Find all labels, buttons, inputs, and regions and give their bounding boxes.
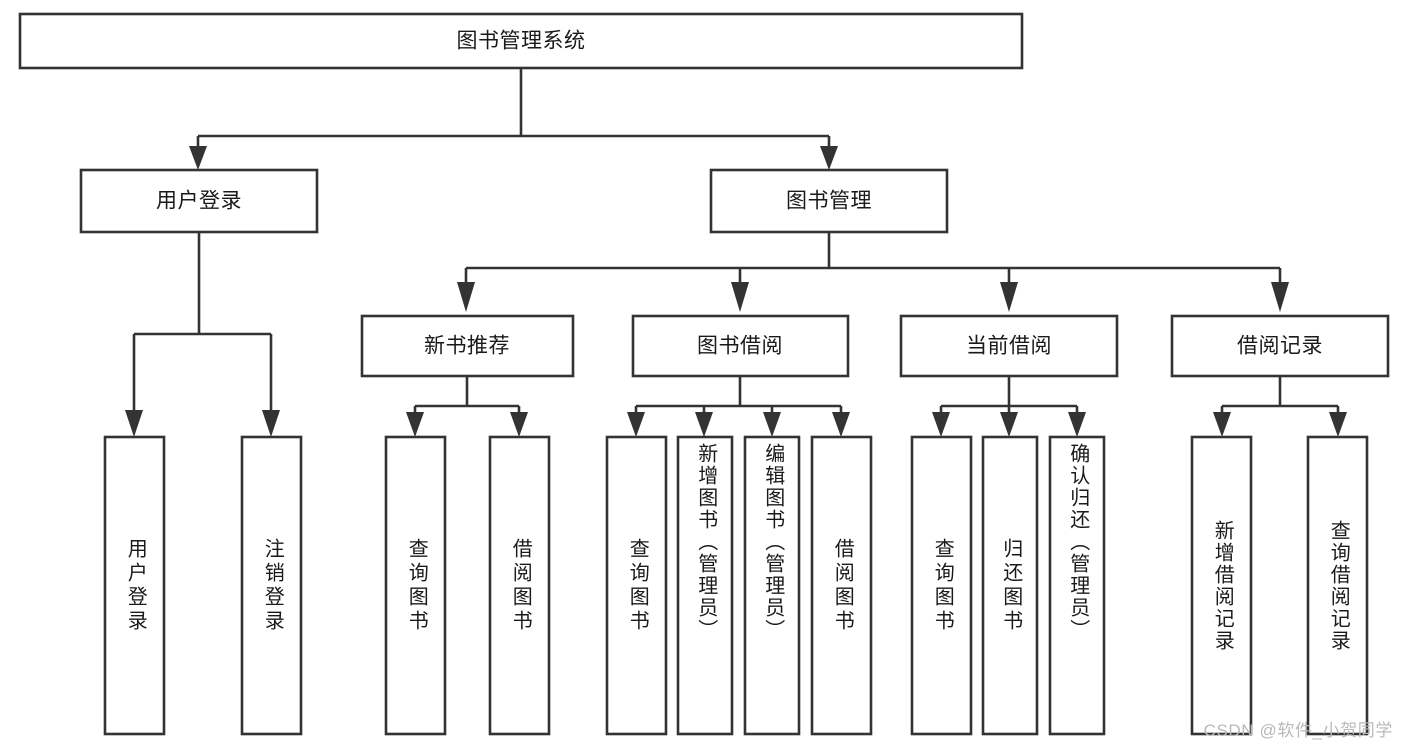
edge-group-current-borrow (932, 376, 1086, 437)
arrowhead-leaf-query-book-3 (932, 412, 950, 437)
edge-group-borrow-record (1213, 376, 1347, 437)
leaf-box-query-book-3[interactable] (910, 435, 973, 736)
leaf-box-confirm-return[interactable] (1048, 435, 1106, 736)
arrowhead-leaf-query-book-2 (627, 412, 645, 437)
node-current-borrow[interactable]: 当前借阅 (899, 314, 1119, 378)
arrowhead-leaf-edit-book (763, 412, 781, 437)
node-user-login-box[interactable] (79, 168, 319, 234)
arrowhead-current-borrow (1000, 282, 1018, 312)
arrowhead-leaf-borrow-book-2 (832, 412, 850, 437)
leaf-box-add-record[interactable] (1190, 435, 1253, 736)
node-book-manage-box[interactable] (709, 168, 949, 234)
node-root[interactable]: 图书管理系统 (18, 12, 1024, 70)
edge-group-root (189, 68, 838, 170)
arrowhead-leaf-user-login (125, 410, 143, 437)
leaf-box-user-login[interactable] (103, 435, 166, 736)
arrowhead-book-borrow (731, 282, 749, 312)
node-user-login[interactable]: 用户登录 (79, 168, 319, 234)
node-new-book-recommend[interactable]: 新书推荐 (360, 314, 575, 378)
leaf-box-query-record[interactable] (1306, 435, 1369, 736)
edge-group-user-login (125, 232, 280, 437)
arrowhead-book-manage (820, 146, 838, 170)
arrowhead-leaf-add-book (695, 412, 713, 437)
watermark-text: CSDN @软件_小贺同学 (1203, 721, 1393, 740)
arrowhead-new-book-recommend (457, 282, 475, 312)
arrowhead-leaf-query-book-1 (406, 412, 424, 437)
node-root-box[interactable] (18, 12, 1024, 70)
arrowhead-leaf-add-record (1213, 412, 1231, 437)
node-new-book-recommend-box[interactable] (360, 314, 575, 378)
node-borrow-record[interactable]: 借阅记录 (1170, 314, 1390, 378)
node-borrow-record-label: 借阅记录 (1237, 335, 1323, 358)
node-book-borrow-label: 图书借阅 (697, 335, 783, 358)
edge-group-book-borrow (627, 376, 850, 437)
node-root-label: 图书管理系统 (457, 30, 586, 53)
leaf-box-edit-book[interactable] (743, 435, 801, 736)
node-book-manage-label: 图书管理 (786, 190, 872, 213)
edge-group-book-manage (457, 232, 1289, 312)
leaf-box-add-book[interactable] (676, 435, 734, 736)
leaf-box-borrow-book-2[interactable] (810, 435, 873, 736)
leaf-box-borrow-book-1[interactable] (488, 435, 551, 736)
node-book-borrow[interactable]: 图书借阅 (631, 314, 850, 378)
edge-group-new-book-recommend (406, 376, 528, 437)
node-new-book-recommend-label: 新书推荐 (424, 335, 510, 358)
arrowhead-borrow-record (1271, 282, 1289, 312)
leaf-box-logout-login[interactable] (240, 435, 303, 736)
leaf-box-return-book[interactable] (981, 435, 1039, 736)
arrowhead-leaf-return-book (1000, 412, 1018, 437)
node-current-borrow-box[interactable] (899, 314, 1119, 378)
node-book-borrow-box[interactable] (631, 314, 850, 378)
node-book-manage[interactable]: 图书管理 (709, 168, 949, 234)
node-borrow-record-box[interactable] (1170, 314, 1390, 378)
arrowhead-leaf-confirm-return (1068, 412, 1086, 437)
node-current-borrow-label: 当前借阅 (966, 335, 1052, 358)
leaf-box-query-book-2[interactable] (605, 435, 668, 736)
arrowhead-leaf-query-record (1329, 412, 1347, 437)
leaf-box-query-book-1[interactable] (384, 435, 447, 736)
arrowhead-leaf-logout-login (262, 410, 280, 437)
arrowhead-user-login (189, 146, 207, 170)
arrowhead-leaf-borrow-book-1 (510, 412, 528, 437)
node-user-login-label: 用户登录 (156, 190, 242, 213)
